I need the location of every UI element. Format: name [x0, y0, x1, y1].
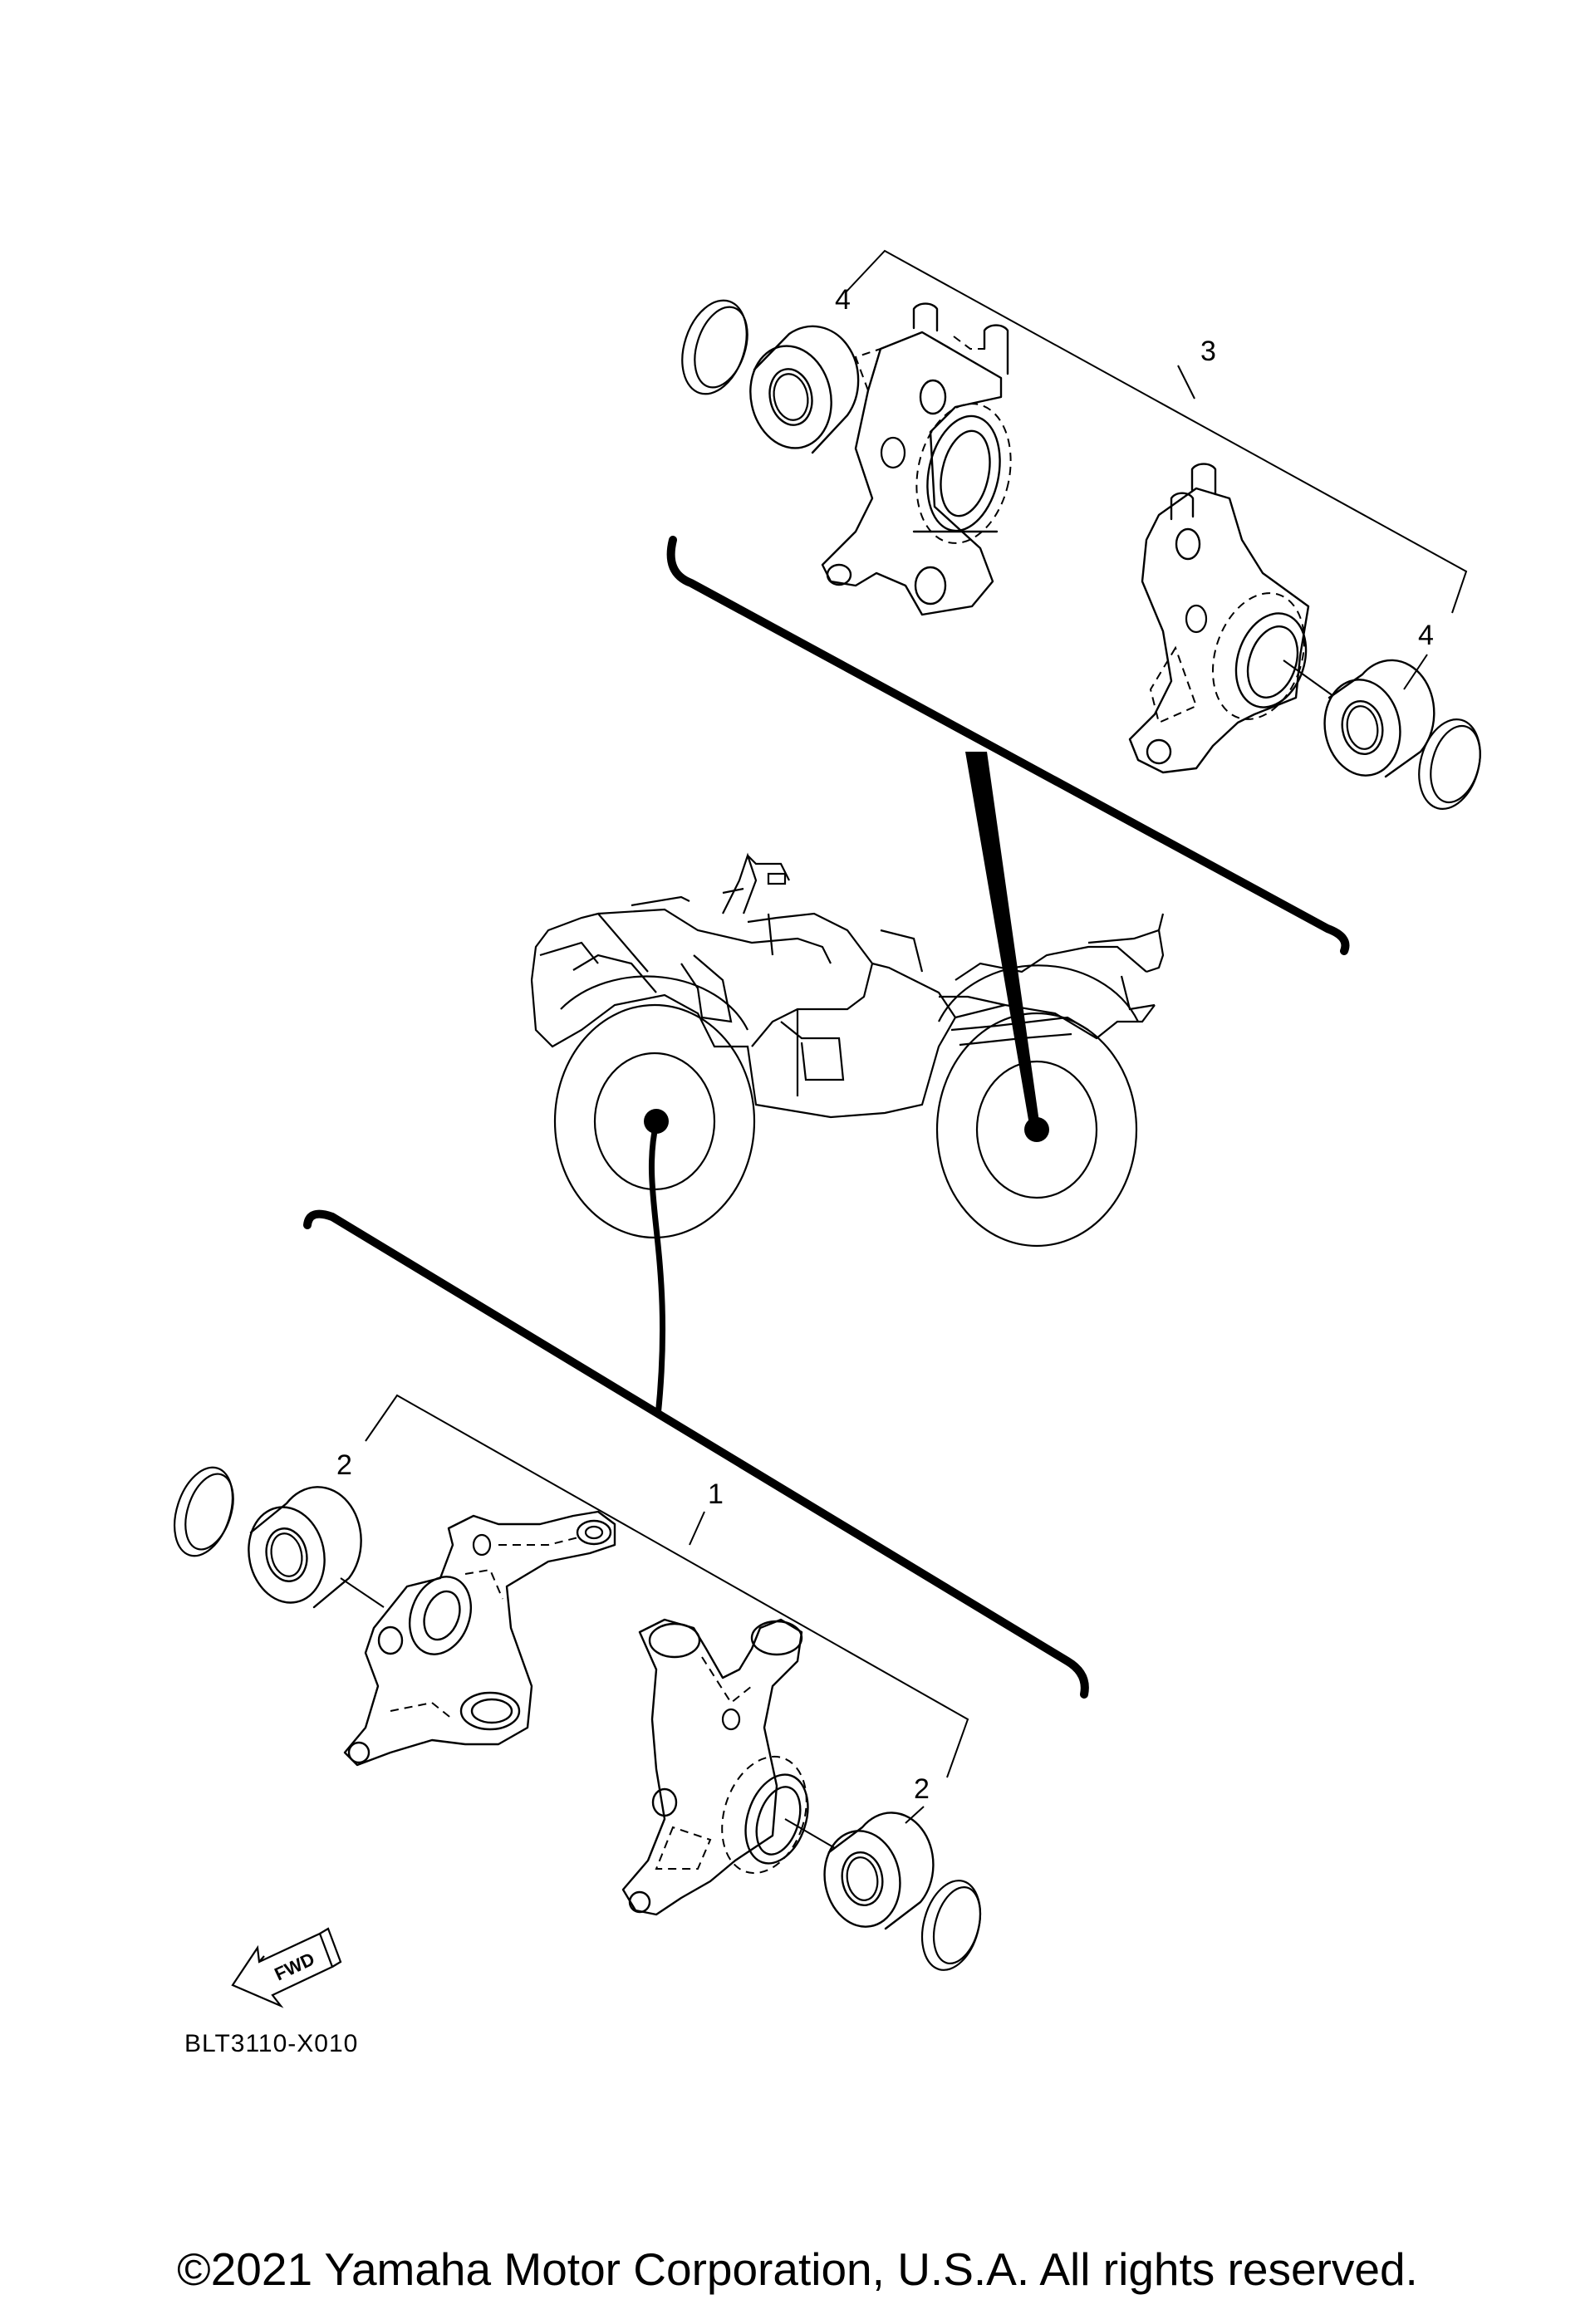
front-bearing-right [823, 1812, 935, 1930]
front-knuckle-right [621, 1618, 836, 1916]
rear-bearing-left [749, 325, 860, 454]
front-callout-1: 1 [708, 1478, 724, 1510]
front-group-bar [303, 1209, 1089, 1699]
rear-knuckle-left [821, 302, 1012, 616]
rear-callout-3: 3 [1200, 336, 1216, 367]
front-knuckle-left [343, 1510, 616, 1767]
rear-callout-4-right: 4 [1418, 620, 1434, 651]
rear-knuckle-group: 4 3 4 [666, 249, 1481, 1130]
rear-leader-wedge [965, 752, 1040, 1130]
copyright-notice: ©2021 Yamaha Motor Corporation, U.S.A. A… [177, 2243, 1418, 2295]
front-callout-2-left: 2 [336, 1449, 352, 1481]
rear-bearing-right [1323, 659, 1436, 778]
front-circlip-right [920, 1880, 982, 1971]
rear-bracket-line [845, 249, 1468, 614]
diagram-code: BLT3110-X010 [184, 2030, 358, 2057]
front-bracket-line [365, 1394, 969, 1778]
rear-wheel-hub-dot [1024, 1117, 1049, 1142]
front-callout-2-right: 2 [914, 1773, 930, 1805]
fwd-direction-arrow: FWD [231, 1927, 342, 2008]
rear-circlip-right [1418, 718, 1481, 810]
front-knuckle-group: 2 1 2 [174, 1122, 1089, 1971]
atv-illustration [530, 852, 1165, 1248]
front-wheel-hub-dot [644, 1109, 669, 1134]
rear-knuckle-right [1128, 463, 1334, 774]
front-bearing-left [248, 1486, 385, 1609]
front-circlip-left [174, 1466, 234, 1557]
rear-group-bar [666, 536, 1350, 955]
front-leader [648, 1122, 666, 1417]
rear-circlip-left [681, 299, 748, 395]
rear-callout-4-left: 4 [835, 284, 851, 316]
